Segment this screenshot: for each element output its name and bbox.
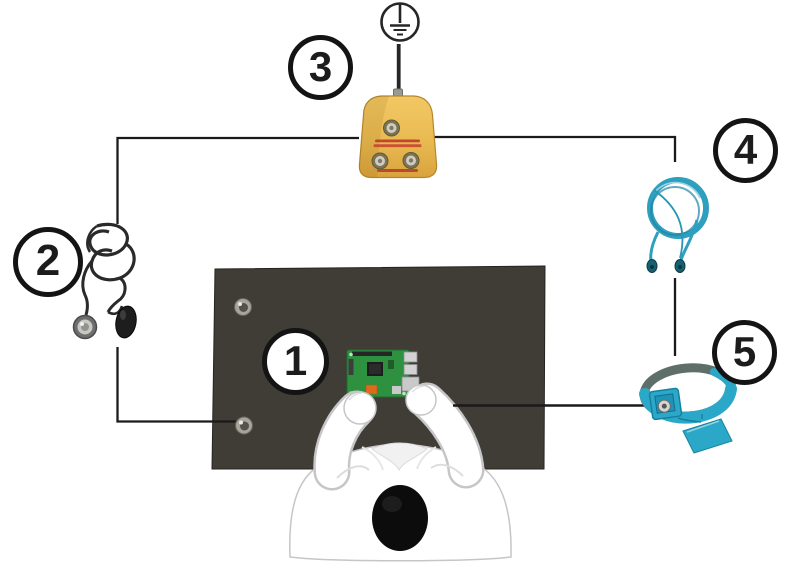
raspberry-pi-board — [346, 349, 420, 398]
callout-badge-5: 5 — [712, 320, 777, 385]
callout-badge-2: 2 — [13, 227, 83, 297]
earth-bonding-plug-image — [358, 88, 438, 179]
connection-line-left — [116, 136, 359, 224]
coiled-cord-snap-right — [674, 259, 686, 273]
mat-snap-stud-top — [234, 298, 252, 316]
grounding-cord-image — [72, 222, 137, 340]
connection-lines — [116, 135, 677, 423]
left-fist — [343, 391, 377, 425]
technician-figure — [289, 382, 512, 562]
callout-number-2: 2 — [35, 236, 61, 285]
wrist-strap-clasp — [648, 387, 683, 421]
protective-earth-symbol-icon — [380, 2, 420, 90]
technician-head — [372, 485, 428, 551]
callout-badge-1: 1 — [262, 328, 329, 395]
connection-line-right — [433, 135, 677, 162]
cord-plug-connector — [115, 305, 137, 339]
wrist-strap-image — [639, 363, 737, 454]
coiled-grounding-cord-image — [646, 177, 709, 273]
cord-snap-connector — [72, 314, 98, 340]
coiled-cord-snap-left — [646, 259, 658, 273]
plug-snap-right — [402, 152, 420, 169]
right-fist — [405, 384, 437, 416]
callout-badge-3: 3 — [288, 35, 353, 100]
mat-snap-stud-bottom — [235, 416, 253, 435]
callout-number-4: 4 — [733, 125, 758, 173]
plug-snap-left — [371, 152, 389, 170]
callout-number-5: 5 — [732, 327, 757, 375]
callout-number-1: 1 — [283, 336, 308, 384]
wrist-strap-tag — [682, 414, 733, 454]
callout-number-3: 3 — [308, 42, 333, 90]
connection-line-left-lower — [116, 347, 239, 423]
plug-snap-top — [383, 119, 400, 137]
callout-badge-4: 4 — [713, 118, 778, 183]
